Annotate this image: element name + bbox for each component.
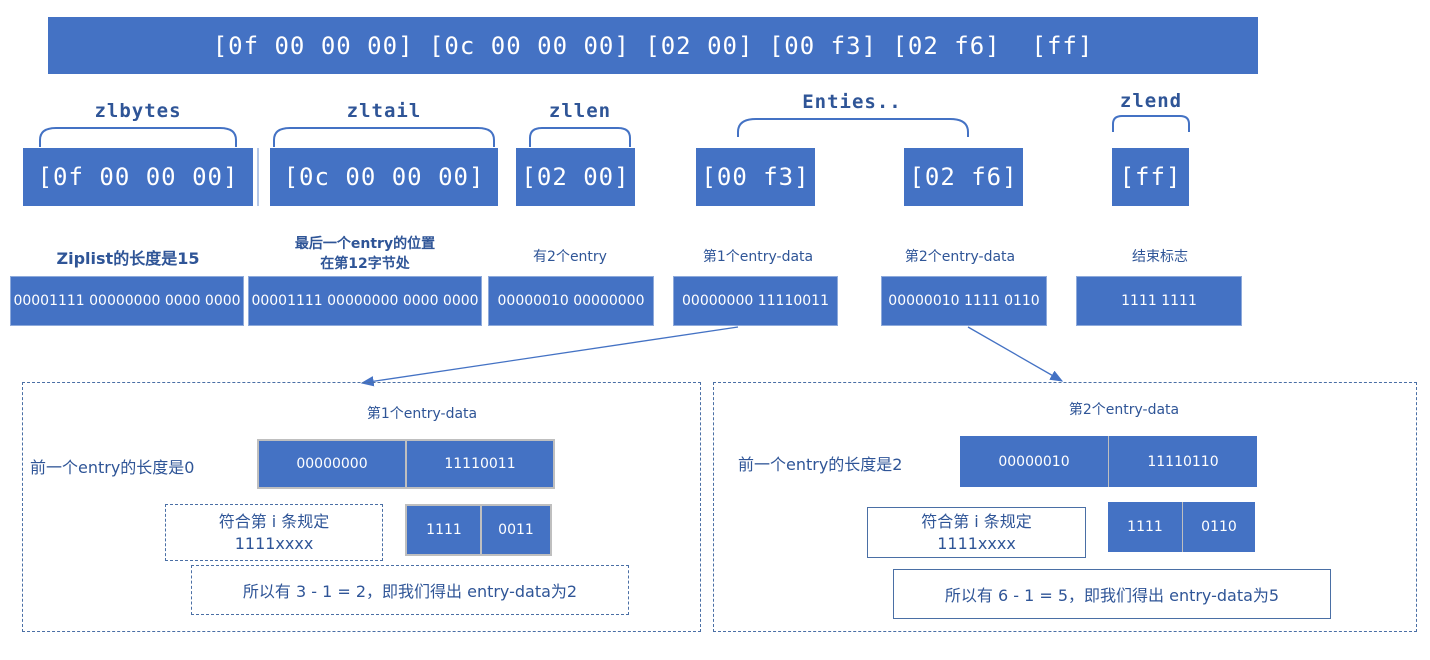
detail-right-rule-line2: 1111xxxx (937, 533, 1016, 553)
detail-right-prev-len: 前一个entry的长度是2 (738, 455, 903, 474)
detail-frame-left (22, 382, 701, 632)
hex-box-zltail: [0c 00 00 00] (270, 148, 498, 206)
detail-right-nibble1: 1111 (1108, 502, 1183, 552)
desc-zlend: 结束标志 (1132, 249, 1188, 265)
detail-left-nibble2: 0011 (480, 504, 552, 556)
detail-left-conclusion-text: 所以有 3 - 1 = 2，即我们得出 entry-data为2 (242, 582, 578, 601)
hex-box-zlbytes: [0f 00 00 00] (23, 148, 253, 206)
label-enties: Enties.. (802, 91, 902, 113)
bin-box-zlend: 1111 1111 (1076, 276, 1242, 326)
detail-left-nibble1: 1111 (405, 504, 483, 556)
detail-right-rule-line1: 符合第 i 条规定 (921, 511, 1032, 531)
detail-left-rule-box: 符合第 i 条规定 1111xxxx (165, 504, 383, 561)
detail-right-nibble2: 0110 (1183, 502, 1255, 552)
detail-left-conclusion: 所以有 3 - 1 = 2，即我们得出 entry-data为2 (191, 565, 629, 615)
label-zlend: zlend (1119, 90, 1183, 112)
hex-box-entry1: [00 f3] (696, 148, 815, 206)
zllen-brace (529, 127, 631, 147)
desc-entry1: 第1个entry-data (702, 249, 814, 265)
label-zlbytes: zlbytes (94, 100, 182, 122)
enties-brace (737, 118, 969, 137)
detail-left-rule-line2: 1111xxxx (234, 533, 314, 553)
detail-right-conclusion: 所以有 6 - 1 = 5，即我们得出 entry-data为5 (893, 569, 1331, 619)
arrow-entry1 (360, 326, 739, 387)
detail-right-conclusion-text: 所以有 6 - 1 = 5，即我们得出 entry-data为5 (944, 586, 1280, 605)
hex-box-zllen: [02 00] (516, 148, 635, 206)
detail-right-rule-box: 符合第 i 条规定 1111xxxx (867, 507, 1086, 558)
arrow-entry2 (967, 326, 1064, 382)
top-hex-bar: [0f 00 00 00] [0c 00 00 00] [02 00] [00 … (48, 17, 1258, 74)
desc-zllen: 有2个entry (533, 249, 607, 265)
detail-right-byte1: 00000010 (960, 436, 1109, 487)
hex-box-entry2: [02 f6] (904, 148, 1023, 206)
detail-left-byte2: 11110011 (405, 439, 555, 489)
desc-zltail-line2: 在第12字节处 (320, 256, 410, 272)
bin-box-zlbytes: 00001111 00000000 0000 0000 (10, 276, 244, 326)
label-zllen: zllen (548, 100, 612, 122)
bin-box-entry2: 00000010 1111 0110 (881, 276, 1047, 326)
bin-box-zllen: 00000010 00000000 (488, 276, 654, 326)
zltail-brace (273, 127, 495, 147)
desc-zltail: 最后一个entry的位置 在第12字节处 (250, 234, 480, 274)
bin-box-entry1: 00000000 11110011 (673, 276, 838, 326)
desc-entry2: 第2个entry-data (904, 249, 1016, 265)
zlend-brace (1112, 115, 1190, 132)
zlbytes-brace (39, 127, 237, 147)
detail-right-title: 第2个entry-data (1068, 402, 1180, 418)
detail-left-title: 第1个entry-data (366, 406, 478, 422)
label-zltail: zltail (346, 100, 422, 122)
detail-left-rule-line1: 符合第 i 条规定 (218, 511, 330, 531)
top-hex-text: [0f 00 00 00] [0c 00 00 00] [02 00] [00 … (212, 31, 1094, 60)
desc-zltail-line1: 最后一个entry的位置 (294, 236, 436, 252)
detail-right-byte2: 11110110 (1109, 436, 1257, 487)
bin-box-zltail: 00001111 00000000 0000 0000 (248, 276, 482, 326)
desc-zlbytes: Ziplist的长度是15 (56, 249, 200, 268)
detail-frame-right (713, 382, 1417, 632)
hex-box-zlend: [ff] (1112, 148, 1189, 206)
detail-left-byte1: 00000000 (257, 439, 407, 489)
detail-left-prev-len: 前一个entry的长度是0 (30, 458, 195, 477)
